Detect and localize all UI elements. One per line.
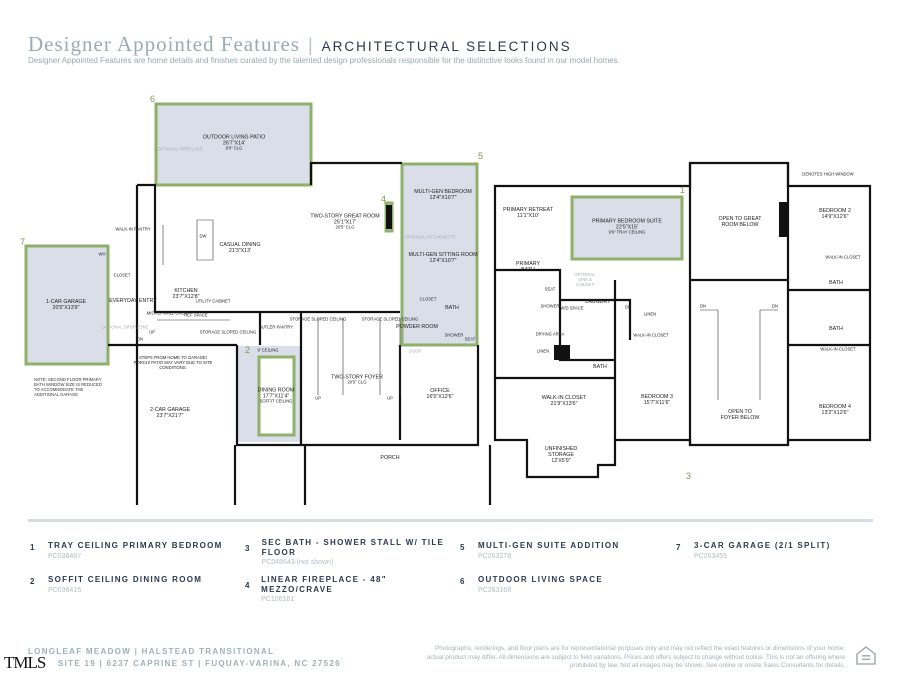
- marker-5: 5: [478, 151, 484, 161]
- community-plan: LONGLEAF MEADOW | HALSTEAD TRANSITIONAL: [28, 647, 275, 656]
- drop-zone-label: OPTIONAL DROP ZONE: [101, 324, 149, 330]
- optional-kitchenette-label: OPTIONAL KITCHENETTE: [404, 234, 456, 240]
- storage-label: STORAGE SLOPED CEILING: [289, 316, 347, 322]
- butler-pantry-label: BUTLER PANTRY: [258, 324, 294, 330]
- wd-space-label: W/D SPACE: [560, 305, 584, 311]
- closet-label: CLOSET: [113, 272, 131, 278]
- shower-label: SHOWER: [444, 332, 464, 338]
- marker-6: 6: [150, 94, 156, 104]
- tmls-logo: TMLS: [4, 653, 46, 672]
- laundry-label: LAUNDRY: [585, 298, 611, 305]
- divider: [28, 519, 873, 522]
- open-great-room-label: OPEN TO GREAT ROOM BELOW: [718, 215, 762, 228]
- marker-7: 7: [20, 237, 26, 247]
- steps-note: STEPS FROM HOME TO GARAGE/ PORCH/ PATIO …: [133, 354, 213, 370]
- optional-sink-label: OPTIONAL SINK & CABINET: [574, 271, 596, 287]
- bath-label: BATH: [445, 304, 459, 311]
- page-title: Designer Appointed Features | ARCHITECTURA…: [28, 32, 572, 57]
- linen-label: LINEN: [643, 311, 657, 317]
- up-label: UP: [387, 395, 393, 401]
- subtitle: ARCHITECTURAL SELECTIONS: [321, 39, 572, 54]
- seat-label: SEAT: [544, 286, 556, 292]
- storage-label: STORAGE SLOPED CEILING: [361, 316, 419, 322]
- marker-2: 2: [245, 345, 251, 355]
- floor-plan-drawing: [24, 102, 872, 505]
- wall-oven-label: MICRO/ WALL OVEN: [146, 310, 188, 316]
- dw-label: DW: [199, 233, 207, 239]
- intro-text: Designer Appointed Features are home det…: [28, 56, 620, 65]
- marker-1: 1: [680, 185, 686, 195]
- up-label: UP: [315, 395, 321, 401]
- ref-space-label: REF SPACE: [184, 312, 208, 318]
- one-car-garage-highlight: [24, 244, 110, 366]
- site-address: SITE 19 | 6237 CAPRINE ST | FUQUAY-VARIN…: [58, 659, 341, 668]
- water-heater-label: WH: [98, 251, 106, 257]
- seat-label: SEAT: [464, 336, 476, 342]
- dn-label: DN: [771, 303, 779, 309]
- marker-4: 4: [381, 194, 387, 204]
- drying-area-label: DRYING AREA: [535, 331, 565, 337]
- dn-label: DN: [624, 304, 632, 310]
- dn-label: DN: [699, 303, 707, 309]
- up-label: UP: [149, 329, 155, 335]
- optional-fireplace-label: OPTIONAL FIREPLACE: [157, 146, 203, 152]
- everyday-entry-label: EVERYDAY ENTRY: [109, 297, 157, 304]
- dn-label: DN: [136, 336, 144, 342]
- closet-label: CLOSET: [419, 296, 437, 302]
- walk-in-pantry-label: WALK-IN PANTRY: [115, 226, 151, 232]
- bath-label: BATH: [829, 279, 843, 286]
- equal-housing-icon: [856, 646, 876, 665]
- disclaimer: Photographs, renderings, and floor plans…: [426, 645, 845, 669]
- nine-ceiling-label: 9' CEILING: [257, 347, 279, 353]
- porch-label: PORCH: [380, 454, 400, 461]
- garage-note: NOTE: SECOND FLOOR PRIMARY BATH WINDOW S…: [34, 377, 102, 398]
- outdoor-patio-highlight: [154, 102, 313, 187]
- linen-label: LINEN: [536, 348, 550, 354]
- storage-label: STORAGE SLOPED CEILING: [199, 329, 257, 335]
- multigen-highlight: [400, 162, 479, 347]
- primary-bath-label: PRIMARY BATH: [515, 260, 541, 273]
- high-window-note: DENOTES HIGH WINDOW: [802, 171, 854, 177]
- title-text: Designer Appointed Features: [28, 32, 300, 56]
- bath-label: BATH: [829, 325, 843, 332]
- walk-in-closet-label: WALK-IN CLOSET: [825, 254, 861, 260]
- walk-in-closet-label: WALK-IN CLOSET: [820, 346, 856, 352]
- shower-label: SHOWER: [540, 303, 560, 309]
- bath-label: BATH: [593, 363, 607, 370]
- powder-room-label: POWDER ROOM: [396, 323, 438, 330]
- utility-cabinet-label: UTILITY CABINET: [195, 298, 231, 304]
- marker-3: 3: [686, 471, 692, 481]
- primary-suite-highlight: [570, 195, 684, 261]
- walk-in-closet-label: WALK-IN CLOSET: [633, 332, 669, 338]
- door-label: DOOR: [408, 348, 422, 354]
- title-separator: |: [307, 35, 314, 55]
- open-foyer-label: OPEN TO FOYER BELOW: [720, 408, 760, 421]
